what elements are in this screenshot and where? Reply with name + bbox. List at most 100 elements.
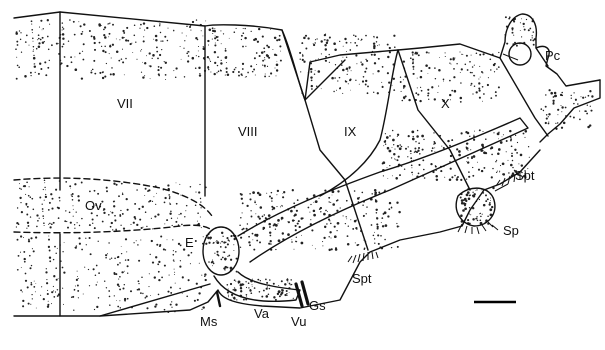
stipple-dot [124,298,126,300]
stipple-dot [315,39,316,40]
stipple-dot [550,92,553,95]
stipple-dot [278,239,281,242]
stipple-dot [205,20,206,21]
stipple-dot [268,293,270,295]
stipple-dot [186,35,187,36]
stipple-dot [373,92,374,93]
stipple-dot [78,199,80,201]
stipple-dot [76,211,77,212]
stipple-dot [412,66,414,68]
stipple-dot [214,62,216,64]
stipple-dot [140,239,141,240]
stipple-dot [184,216,185,217]
stipple-dot [167,239,168,240]
stipple-dot [116,38,117,39]
stipple-dot [62,22,63,23]
stipple-dot [26,181,28,183]
stipple-dot [214,44,216,46]
stipple-dot [548,89,550,91]
stipple-dot [53,290,54,291]
stipple-dot [82,31,83,32]
stipple-dot [61,62,63,64]
stipple-dot [205,279,207,281]
stipple-dot [31,198,33,200]
stipple-dot [21,267,22,268]
stipple-dot [463,54,464,55]
stipple-dot [51,291,53,293]
stipple-dot [216,241,219,244]
stipple-dot [469,207,470,208]
stipple-dot [470,85,471,86]
stipple-dot [395,159,396,160]
stipple-dot [22,291,23,292]
stipple-dot [348,83,349,84]
stipple-dot [76,279,78,281]
stipple-dot [207,67,209,69]
stipple-dot [212,39,213,40]
stipple-dot [420,87,421,88]
stipple-dot [364,71,366,73]
stipple-dot [186,205,188,207]
stipple-dot [42,204,43,205]
stipple-dot [373,36,374,37]
stipple-dot [42,215,44,217]
stipple-dot [114,215,116,217]
stipple-dot [353,34,355,36]
stipple-dot [417,52,418,53]
stipple-dot [396,201,398,203]
stipple-dot [94,42,96,44]
stipple-dot [503,134,504,135]
stipple-dot [43,28,44,29]
stipple-dot [545,106,547,108]
stipple-dot [77,276,78,277]
stipple-dot [249,193,251,195]
stipple-dot [587,105,588,106]
stipple-dot [168,194,170,196]
stipple-dot [136,59,137,60]
stipple-dot [89,30,91,32]
stipple-dot [104,36,107,39]
stipple-dot [438,86,439,87]
stipple-dot [279,295,281,297]
stipple-dot [276,206,277,207]
stipple-dot [492,168,493,169]
stipple-dot [92,69,94,71]
stipple-dot [474,85,475,86]
stipple-dot [62,27,63,28]
stipple-dot [428,67,430,69]
stipple-dot [133,222,135,224]
stipple-dot [458,150,461,153]
stipple-dot [367,85,369,87]
stipple-dot [148,286,149,287]
stipple-dot [233,244,234,245]
stipple-dot [256,240,258,242]
stipple-dot [281,217,284,220]
stipple-dot [53,286,54,287]
stipple-dot [179,266,181,268]
stipple-dot [211,261,213,263]
stipple-dot [151,240,153,242]
stipple-dot [423,139,424,140]
stipple-dot [298,220,300,222]
stipple-dot [91,70,92,71]
stipple-dot [387,44,389,46]
stipple-dot [318,70,321,73]
stipple-dot [92,218,94,220]
stipple-dot [16,41,18,43]
stipple-dot [122,30,124,32]
stipple-dot [142,62,143,63]
stipple-dot [241,39,242,40]
stipple-dot [235,281,236,282]
stipple-dot [197,212,199,214]
stipple-dot [410,57,412,59]
stipple-dot [422,159,424,161]
stipple-dot [96,265,98,267]
stipple-dot [31,29,33,31]
stipple-dot [252,233,254,235]
stipple-dot [81,249,83,251]
stipple-dot [81,218,82,219]
stipple-dot [434,98,436,100]
stipple-dot [311,229,313,231]
stipple-dot [346,51,347,52]
stipple-dot [491,154,493,156]
